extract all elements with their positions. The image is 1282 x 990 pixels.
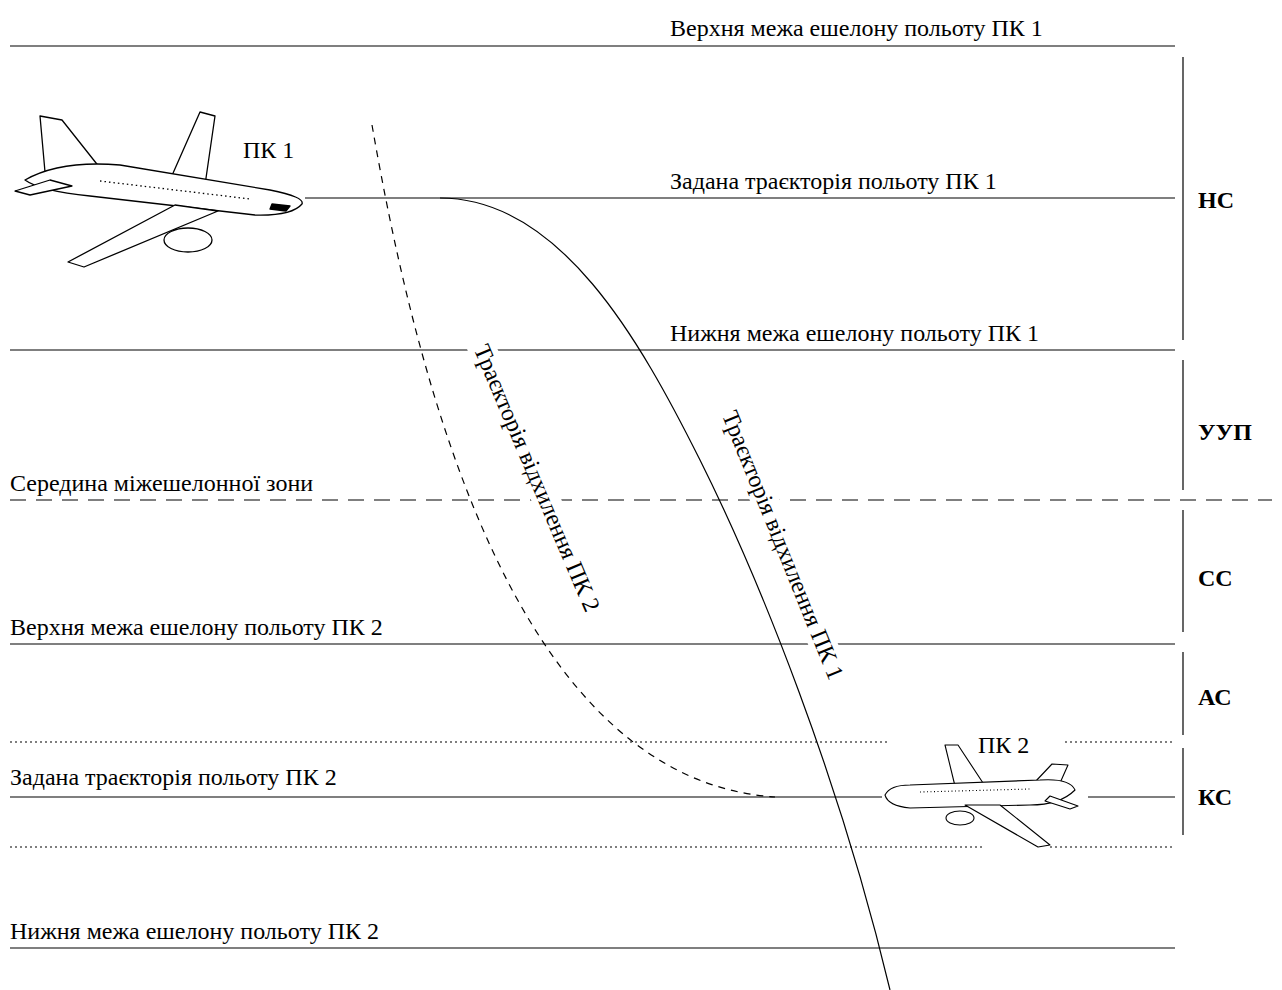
dotted-boundary bbox=[10, 741, 890, 742]
level-label: Верхня межа ешелону польоту ПК 1 bbox=[670, 14, 1043, 42]
zone-bracket bbox=[1182, 748, 1183, 835]
aircraft-wing bbox=[965, 805, 1050, 847]
zone-bracket bbox=[1182, 360, 1183, 490]
set-trajectory bbox=[305, 197, 1175, 198]
aircraft-windows bbox=[100, 181, 250, 199]
level-boundary bbox=[10, 643, 1175, 644]
aircraft-fuselage bbox=[885, 780, 1075, 808]
level-label: Нижня межа ешелону польоту ПК 2 bbox=[10, 917, 379, 945]
dotted-boundary bbox=[10, 846, 985, 847]
aircraft-illustration bbox=[885, 745, 1078, 847]
aircraft-wing bbox=[68, 205, 218, 267]
zone-label: АС bbox=[1198, 683, 1231, 711]
trajectory-label: Траєкторія відхилення ПК 2 bbox=[466, 336, 607, 619]
level-label: Середина міжешелонної зони bbox=[10, 469, 313, 497]
aircraft-label: ПК 2 bbox=[978, 731, 1029, 759]
zone-label: СС bbox=[1198, 564, 1233, 592]
level-label: Задана траєкторія польоту ПК 2 bbox=[10, 763, 337, 791]
aircraft-stabilizer bbox=[1045, 796, 1078, 809]
set-trajectory bbox=[10, 796, 882, 797]
zone-bracket bbox=[1182, 510, 1183, 632]
aircraft-engine bbox=[164, 228, 212, 252]
deviation-trajectory bbox=[440, 198, 890, 990]
zone-label: УУП bbox=[1198, 418, 1252, 446]
aircraft-windows bbox=[920, 789, 1030, 792]
level-label: Нижня межа ешелону польоту ПК 1 bbox=[670, 319, 1039, 347]
deviation-trajectory bbox=[372, 125, 775, 797]
aircraft-fuselage bbox=[25, 164, 302, 215]
aircraft-label: ПК 1 bbox=[243, 136, 294, 164]
trajectory-label: Траєкторія відхилення ПК 1 bbox=[715, 403, 852, 688]
aircraft-cockpit bbox=[270, 204, 290, 211]
zone-bracket bbox=[1182, 652, 1183, 735]
zone-label: КС bbox=[1198, 783, 1232, 811]
set-trajectory bbox=[1088, 796, 1175, 797]
dotted-boundary bbox=[1050, 846, 1175, 847]
mid-level-line bbox=[10, 499, 1272, 500]
aircraft-stabilizer bbox=[15, 180, 72, 195]
level-label: Верхня межа ешелону польоту ПК 2 bbox=[10, 613, 383, 641]
level-boundary bbox=[10, 349, 1175, 350]
zone-label: НС bbox=[1198, 186, 1234, 214]
aircraft-illustration bbox=[15, 112, 302, 267]
dotted-boundary bbox=[1065, 741, 1175, 742]
level-label: Задана траєкторія польоту ПК 1 bbox=[670, 167, 997, 195]
level-boundary bbox=[10, 45, 1175, 46]
zone-bracket bbox=[1182, 57, 1183, 340]
level-boundary bbox=[10, 947, 1175, 948]
aircraft-engine bbox=[946, 811, 974, 825]
